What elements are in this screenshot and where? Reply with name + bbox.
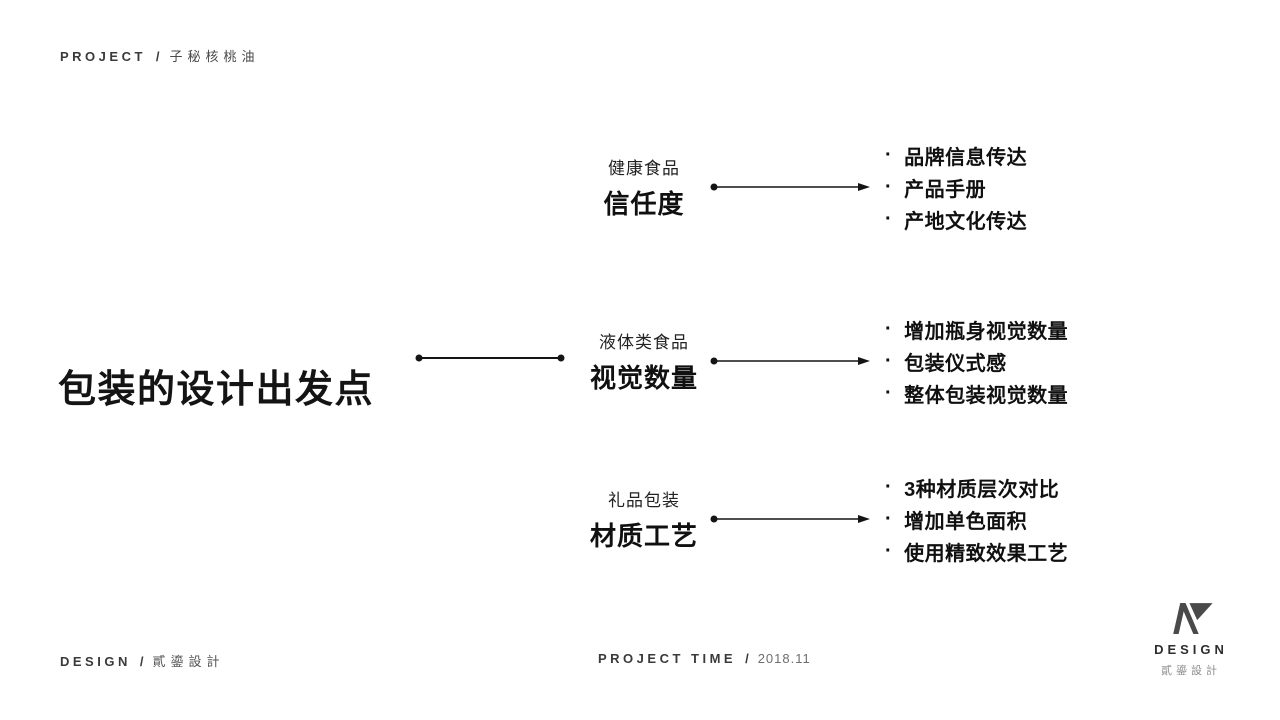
- arrow-right-icon: [710, 515, 870, 523]
- branch-visual-label: 液体类食品 视觉数量: [585, 328, 703, 395]
- list-item: · 产品手册: [885, 171, 1027, 203]
- footer-time-label: PROJECT TIME: [598, 651, 737, 666]
- list-item: · 增加瓶身视觉数量: [885, 313, 1068, 345]
- footer-design: DESIGN / 貳鎏設計: [60, 651, 224, 670]
- point-text: 产品手册: [904, 178, 987, 201]
- page-title: 包装的设计出发点: [58, 369, 375, 412]
- footer-design-value: 貳鎏設計: [152, 654, 225, 669]
- bullet-icon: ·: [885, 349, 893, 372]
- bullet-icon: ·: [885, 539, 893, 562]
- point-text: 品牌信息传达: [904, 146, 1028, 169]
- footer-project-time: PROJECT TIME / 2018.11: [598, 651, 811, 666]
- list-item: · 品牌信息传达: [885, 139, 1027, 171]
- branch-category: 礼品包装: [608, 490, 680, 510]
- list-item: · 整体包装视觉数量: [885, 377, 1068, 409]
- branch-material-label: 礼品包装 材质工艺: [585, 486, 703, 553]
- header-project-label: PROJECT: [60, 49, 146, 64]
- header-separator: /: [155, 49, 160, 64]
- footer-time-value: 2018.11: [757, 651, 811, 666]
- bullet-icon: ·: [885, 175, 893, 198]
- footer-design-label: DESIGN: [60, 654, 131, 669]
- point-text: 使用精致效果工艺: [904, 542, 1069, 565]
- point-text: 3种材质层次对比: [904, 478, 1060, 501]
- list-item: · 3种材质层次对比: [885, 471, 1068, 503]
- footer-separator: /: [139, 654, 144, 669]
- bullet-icon: ·: [885, 381, 893, 404]
- branch-material-points: · 3种材质层次对比 · 增加单色面积 · 使用精致效果工艺: [885, 471, 1068, 567]
- arrow-right-icon: [710, 183, 870, 191]
- list-item: · 包装仪式感: [885, 345, 1068, 377]
- branch-trust-points: · 品牌信息传达 · 产品手册 · 产地文化传达: [885, 139, 1027, 235]
- header-project-value: 子秘核桃油: [169, 49, 260, 64]
- point-text: 增加瓶身视觉数量: [904, 320, 1069, 343]
- branch-keyword: 材质工艺: [589, 520, 698, 551]
- branch-category: 液体类食品: [599, 332, 689, 352]
- branch-trust: 健康食品 信任度 · 品牌信息传达 · 产品手册 · 产地文化传达: [585, 139, 1027, 235]
- branch-keyword: 信任度: [603, 188, 685, 219]
- brand-logo: DESIGN 貳鎏設計: [1146, 600, 1236, 678]
- point-text: 产地文化传达: [904, 210, 1028, 233]
- list-item: · 产地文化传达: [885, 203, 1027, 235]
- bullet-icon: ·: [885, 207, 893, 230]
- footer-separator: /: [745, 651, 749, 666]
- title-connector-line: [415, 354, 565, 362]
- branch-material-craft: 礼品包装 材质工艺 · 3种材质层次对比 · 增加单色面积 · 使用精致效果工艺: [585, 471, 1068, 567]
- header: PROJECT / 子秘核桃油: [60, 46, 260, 65]
- logo-subtitle: 貳鎏設計: [1161, 665, 1221, 677]
- branch-keyword: 视觉数量: [589, 362, 698, 393]
- point-text: 包装仪式感: [904, 352, 1007, 375]
- point-text: 增加单色面积: [904, 510, 1028, 533]
- point-text: 整体包装视觉数量: [904, 384, 1069, 407]
- bullet-icon: ·: [885, 507, 893, 530]
- logo-mark-icon: [1173, 603, 1213, 634]
- bullet-icon: ·: [885, 143, 893, 166]
- list-item: · 增加单色面积: [885, 503, 1068, 535]
- arrow-right-icon: [710, 357, 870, 365]
- branch-visual-quantity: 液体类食品 视觉数量 · 增加瓶身视觉数量 · 包装仪式感 · 整体包装视觉数量: [585, 313, 1068, 409]
- branch-category: 健康食品: [608, 158, 680, 178]
- bullet-icon: ·: [885, 475, 893, 498]
- branch-trust-label: 健康食品 信任度: [585, 154, 703, 221]
- branch-visual-points: · 增加瓶身视觉数量 · 包装仪式感 · 整体包装视觉数量: [885, 313, 1068, 409]
- list-item: · 使用精致效果工艺: [885, 535, 1068, 567]
- bullet-icon: ·: [885, 317, 893, 340]
- logo-name: DESIGN: [1154, 642, 1228, 657]
